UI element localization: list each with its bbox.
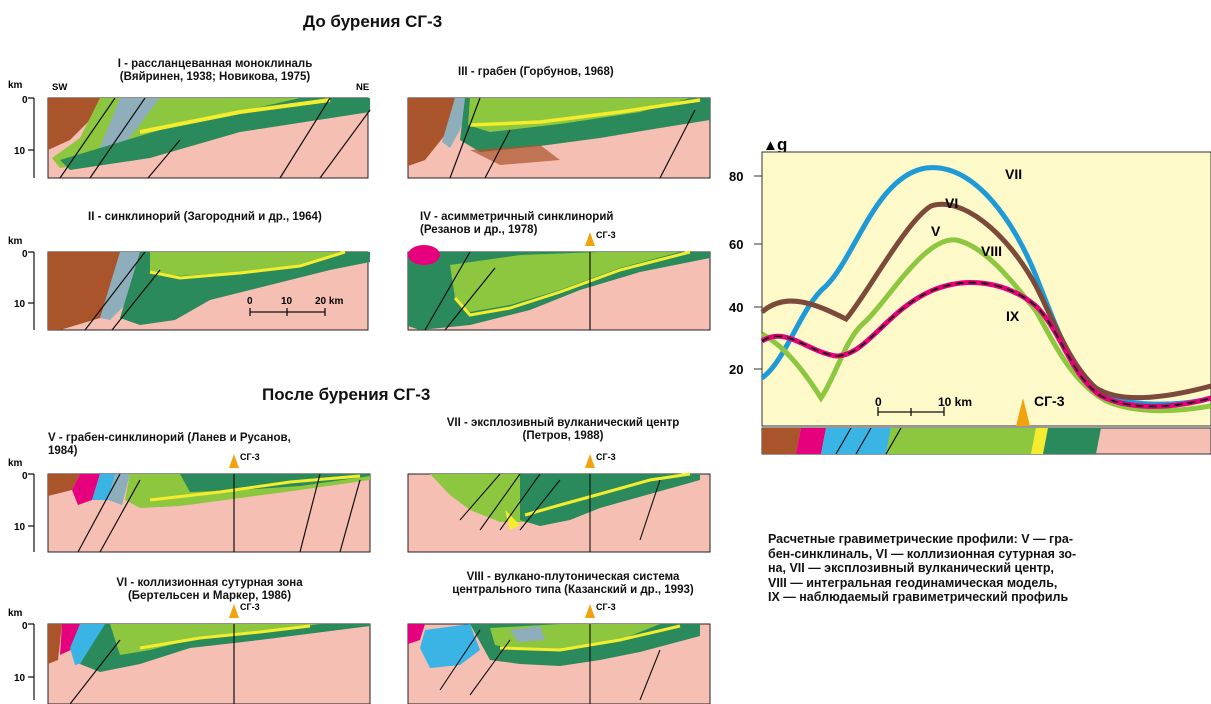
section-II-diagram: 0 10 20 km (47, 250, 370, 331)
caption-section-V: V - грабен-синклинорий (Ланев и Русанов,… (48, 432, 291, 457)
caption-section-VII: VII - эксплозивный вулканический центр(П… (446, 417, 680, 442)
chart-sg3-label: СГ-3 (1034, 393, 1065, 409)
curve-IX (761, 281, 1211, 408)
label-VII: VII (1005, 166, 1022, 182)
ne-label: NE (356, 82, 369, 93)
section-VI-diagram: СГ-3 (47, 602, 371, 704)
km-label-I: km (8, 80, 23, 91)
gravity-profile-chart: ▲ g 80 60 40 20 VII VI V VIII IX 0 10 km… (729, 136, 1211, 455)
section-VIII-diagram: СГ-3 (407, 602, 711, 704)
scale-20-label: 20 km (315, 296, 343, 307)
label-V: V (931, 223, 941, 239)
depth-0-I: 0 (22, 95, 28, 106)
depth-10-V: 10 (14, 522, 26, 533)
y-tick-60: 60 (729, 237, 743, 252)
label-VI: VI (945, 195, 958, 211)
depth-10-II: 10 (14, 299, 26, 310)
sg3-label-IV: СГ-3 (596, 230, 616, 240)
depth-0-II: 0 (22, 249, 28, 260)
km-label-II: km (8, 236, 23, 247)
depth-10-VI: 10 (14, 673, 26, 684)
sg3-label-VII: СГ-3 (596, 452, 616, 462)
y-tick-40: 40 (729, 300, 743, 315)
chart-scale-10km: 10 km (938, 395, 972, 409)
heading-before-drilling: До бурения СГ-3 (303, 12, 443, 31)
section-VII-diagram: СГ-3 (407, 452, 711, 553)
sw-label: SW (52, 82, 67, 93)
section-IV-diagram: СГ-3 (407, 230, 711, 331)
sg3-label-V: СГ-3 (240, 452, 260, 462)
km-label-V: km (8, 458, 23, 469)
caption-section-VI: VI - коллизионная сутурная зона(Бертельс… (116, 577, 303, 602)
axis-arrow-icon: ▲ (763, 137, 778, 154)
y-tick-80: 80 (729, 169, 743, 184)
km-label-VI: km (8, 608, 23, 619)
caption-section-I: I - рассланцеванная моноклиналь(Вяйринен… (117, 58, 313, 83)
curve-VI (760, 201, 1211, 401)
y-tick-20: 20 (729, 362, 743, 377)
caption-section-II: II - синклинорий (Загородний и др., 1964… (88, 211, 322, 223)
depth-0-VI: 0 (22, 621, 28, 632)
sg3-label-VIII: СГ-3 (596, 602, 616, 612)
scale-0-label: 0 (247, 296, 253, 307)
sg3-label-VI: СГ-3 (240, 602, 260, 612)
scale-10-label: 10 (281, 296, 293, 307)
curve-V (760, 237, 1211, 414)
depth-0-V: 0 (22, 471, 28, 482)
heading-after-drilling: После бурения СГ-3 (262, 385, 431, 404)
section-V-diagram: СГ-3 (47, 452, 371, 553)
depth-10-I: 10 (14, 146, 26, 157)
lithology-strip (761, 427, 1211, 455)
figure-caption: Расчетные гравиметрические профили: V — … (768, 532, 1077, 604)
scale-bar-sections (249, 308, 326, 316)
section-I-diagram (47, 97, 371, 179)
depth-axis-I (28, 97, 35, 178)
well-marker-icon (1016, 398, 1030, 426)
label-IX: IX (1006, 308, 1020, 324)
chart-scale-0: 0 (875, 395, 882, 409)
chart-scale-bar (877, 407, 945, 416)
caption-section-III: III - грабен (Горбунов, 1968) (458, 66, 614, 78)
label-VIII: VIII (981, 243, 1002, 259)
section-III-diagram (407, 97, 711, 179)
gravity-axis-label: g (777, 136, 787, 154)
caption-section-IV: IV - асимметричный синклинорий(Резанов и… (420, 211, 614, 236)
